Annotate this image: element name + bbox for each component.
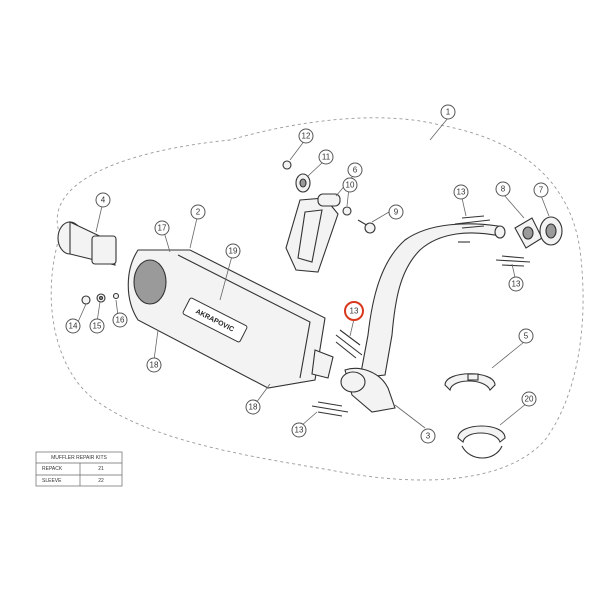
callout-5[interactable]: 5: [518, 328, 534, 344]
callout-13-right[interactable]: 13: [508, 276, 524, 292]
callout-13-bottom-label: 13: [295, 426, 304, 435]
part-bolt-9: [357, 219, 376, 234]
callout-7-label: 7: [539, 186, 544, 195]
callout-9-label: 9: [394, 208, 399, 217]
callout-10[interactable]: 10: [342, 177, 358, 193]
callout-8[interactable]: 8: [495, 181, 511, 197]
part-ring-16: [112, 292, 120, 300]
callout-14[interactable]: 14: [65, 318, 81, 334]
repair-row-part[interactable]: 21: [98, 466, 104, 472]
callout-5-label: 5: [524, 332, 529, 341]
callout-1-label: 1: [446, 108, 451, 117]
callout-14-label: 14: [69, 322, 78, 331]
repair-kit-table: MUFFLER REPAIR KITS REPACK 21 SLEEVE 22: [35, 451, 123, 487]
part-spring-right: [495, 255, 531, 267]
callout-16[interactable]: 16: [112, 312, 128, 328]
callout-6-label: 6: [353, 166, 358, 175]
callout-8-label: 8: [501, 185, 506, 194]
part-clamp-20: [457, 425, 506, 459]
part-link-pipe: [340, 223, 506, 413]
part-flange: [514, 217, 543, 249]
callout-6[interactable]: 6: [347, 162, 363, 178]
callout-19-label: 19: [229, 247, 238, 256]
callout-13-bottom[interactable]: 13: [291, 422, 307, 438]
repair-row-name: SLEEVE: [42, 478, 62, 484]
callout-2-label: 2: [196, 208, 201, 217]
part-gasket: [539, 216, 563, 246]
callout-18-right[interactable]: 18: [245, 399, 261, 415]
callout-12-label: 12: [302, 132, 311, 141]
callout-18-left[interactable]: 18: [146, 357, 162, 373]
callout-11-label: 11: [322, 153, 331, 162]
part-spring-top: [454, 215, 491, 229]
part-spring-bottom: [311, 401, 349, 417]
callout-19[interactable]: 19: [225, 243, 241, 259]
repair-table-title: MUFFLER REPAIR KITS: [51, 455, 107, 461]
part-nut-14: [81, 295, 91, 305]
callout-3[interactable]: 3: [420, 428, 436, 444]
callout-3-label: 3: [426, 432, 431, 441]
callout-13-top[interactable]: 13: [453, 184, 469, 200]
callout-11[interactable]: 11: [318, 149, 334, 165]
part-spring-middle: [335, 329, 363, 359]
callout-17-label: 17: [158, 224, 167, 233]
callout-13-selected-label: 13: [350, 307, 359, 316]
callout-20-label: 20: [525, 395, 534, 404]
part-clamp-5: [444, 373, 496, 392]
callout-4[interactable]: 4: [95, 192, 111, 208]
callout-9[interactable]: 9: [388, 204, 404, 220]
repair-row-name: REPACK: [42, 466, 63, 472]
callout-18-right-label: 18: [249, 403, 258, 412]
part-inlet-cone: [57, 221, 117, 266]
callout-10-label: 10: [346, 181, 355, 190]
callout-16-label: 16: [116, 316, 125, 325]
callout-1[interactable]: 1: [440, 104, 456, 120]
part-washer-top: [282, 160, 292, 170]
callout-15[interactable]: 15: [89, 318, 105, 334]
callout-7[interactable]: 7: [533, 182, 549, 198]
part-grommet: [295, 173, 311, 193]
part-washer-15: [96, 293, 106, 303]
callout-13-right-label: 13: [512, 280, 521, 289]
part-bracket: [285, 193, 341, 273]
part-muffler-body: AKRAPOVIC: [127, 249, 334, 389]
callout-18-left-label: 18: [150, 361, 159, 370]
callout-13-top-label: 13: [457, 188, 466, 197]
callout-4-label: 4: [101, 196, 106, 205]
callout-20[interactable]: 20: [521, 391, 537, 407]
repair-row-part[interactable]: 22: [98, 478, 104, 484]
callout-2[interactable]: 2: [190, 204, 206, 220]
callout-13-selected[interactable]: 13: [344, 301, 364, 321]
callout-12[interactable]: 12: [298, 128, 314, 144]
callout-15-label: 15: [93, 322, 102, 331]
assembly-boundary: [50, 117, 584, 481]
callout-17[interactable]: 17: [154, 220, 170, 236]
part-washer-10: [342, 206, 352, 216]
